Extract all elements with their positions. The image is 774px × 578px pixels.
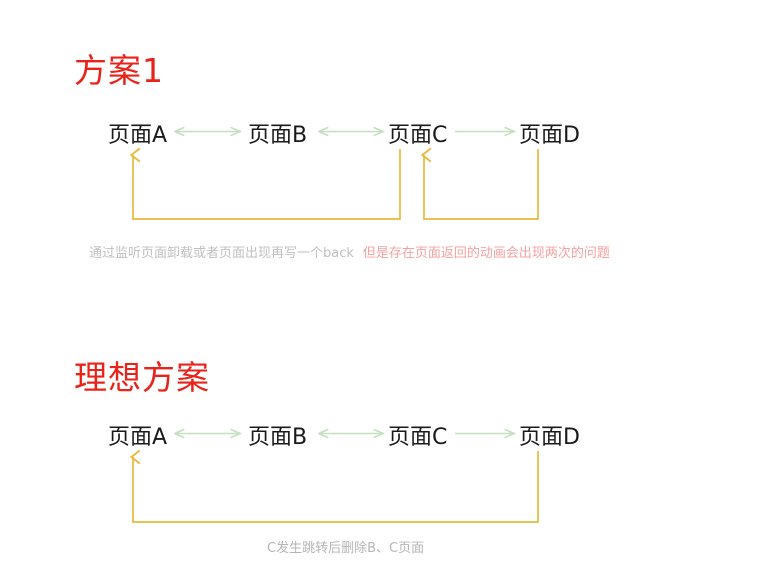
back-edge-d-to-c (420, 147, 539, 220)
section-title-plan-ideal: 理想方案 (74, 358, 210, 397)
node-page-d: 页面D (519, 123, 580, 148)
node-page-c: 页面C (388, 123, 448, 148)
section-title-plan-1: 方案1 (74, 51, 164, 90)
node-page-b: 页面B (248, 123, 308, 148)
node-page-b: 页面B (248, 425, 308, 450)
caption-plan-ideal-note: C发生跳转后删除B、C页面 (267, 541, 425, 556)
caption-plan-ideal: C发生跳转后删除B、C页面 (267, 541, 424, 557)
back-edge-c-to-a (129, 147, 401, 220)
caption-plan-1-note: 通过监听页面卸载或者页面出现再写一个back (89, 246, 354, 261)
node-page-d: 页面D (519, 425, 580, 450)
node-page-a: 页面A (108, 425, 168, 450)
caption-plan-1-warning: 但是存在页面返回的动画会出现两次的问题 (362, 246, 610, 261)
node-page-c: 页面C (388, 425, 448, 450)
back-edge-d-to-a (129, 449, 539, 523)
node-page-a: 页面A (108, 123, 168, 148)
caption-plan-1: 通过监听页面卸载或者页面出现再写一个back 但是存在页面返回的动画会出现两次的问… (89, 246, 610, 262)
